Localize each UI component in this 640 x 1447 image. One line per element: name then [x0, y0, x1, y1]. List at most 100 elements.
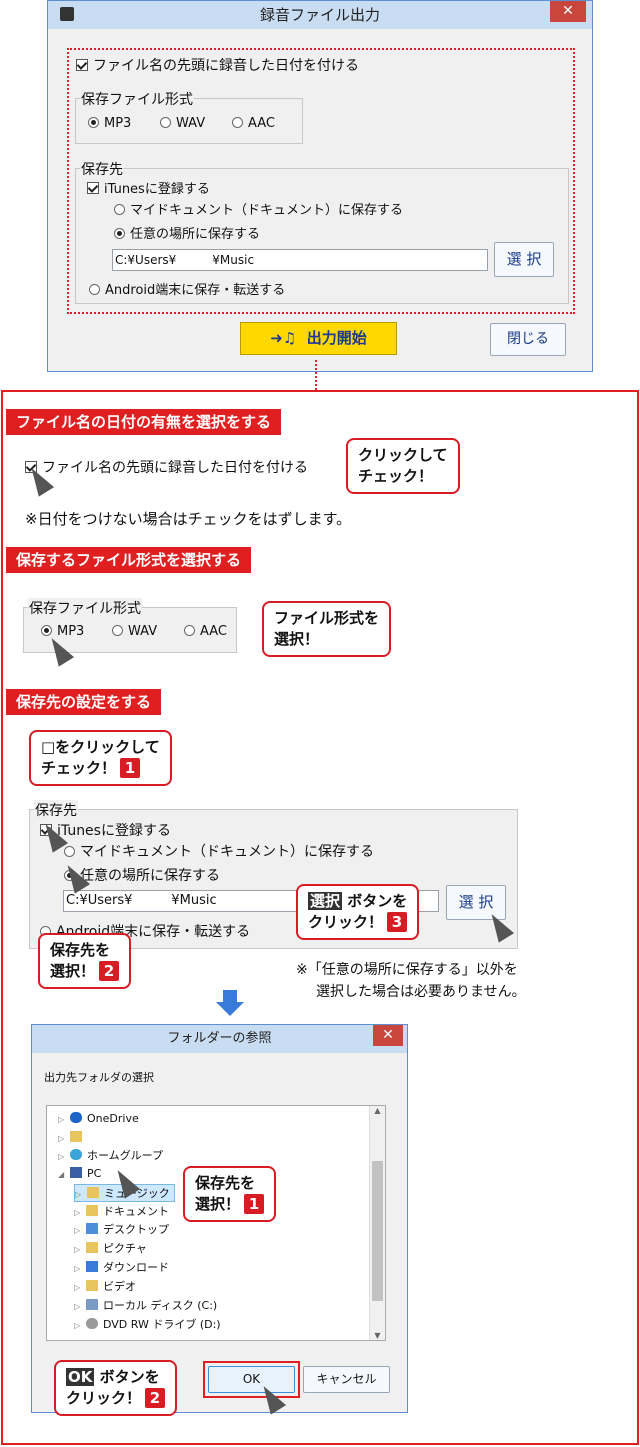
section2-bubble: ファイル形式を 選択！ [262, 601, 392, 657]
date-checkbox-label: ファイル名の先頭に録音した日付を付ける [93, 58, 359, 74]
radio-icon [88, 117, 99, 128]
destination-group-title: 保存先 [80, 159, 124, 179]
start-output-button[interactable]: ➜♫ 出力開始 [240, 322, 397, 355]
collapse-arrow-icon: ◢ [58, 1170, 65, 1179]
bubble-line: クリック！2 [66, 1388, 166, 1409]
radio-icon [89, 284, 100, 295]
bubble-line: クリックして [358, 446, 448, 464]
date-checkbox-example-label: ファイル名の先頭に録音した日付を付ける [42, 460, 308, 476]
radio-wav-example: WAV [112, 624, 157, 639]
format-group-example: 保存ファイル形式 MP3 WAV AAC [23, 598, 237, 653]
bubble-line: 選択 ボタンを [308, 891, 407, 912]
folder-tree[interactable]: ▲ ▼ [46, 1105, 386, 1341]
start-output-label: 出力開始 [306, 329, 367, 347]
folder-dialog-title: フォルダーの参照 [167, 1031, 272, 1046]
select-folder-button[interactable]: 選 択 [494, 242, 554, 277]
itunes-checkbox[interactable]: iTunesに登録する [87, 178, 210, 197]
destination-group-example: 保存先 iTunesに登録する マイドキュメント（ドキュメント）に保存する 任意… [29, 800, 518, 949]
radio-android[interactable]: Android端末に保存・転送する [89, 279, 285, 298]
step-number: 2 [99, 961, 120, 981]
folder-bubble1: 保存先を 選択！1 [183, 1166, 277, 1222]
bubble-text: ボタンを [99, 1368, 160, 1386]
checkbox-icon [25, 461, 37, 473]
bubble-line: ファイル形式を [274, 609, 380, 627]
tree-label: デスクトップ [103, 1223, 169, 1236]
date-checkbox[interactable]: ファイル名の先頭に録音した日付を付ける [76, 55, 359, 75]
expand-arrow-icon: ▷ [74, 1208, 81, 1217]
section3-banner: 保存先の設定をする [6, 689, 162, 715]
app-icon [60, 7, 74, 21]
cloud-icon [70, 1112, 82, 1123]
bubble-line: 保存先を [50, 941, 111, 959]
radio-label: MP3 [57, 624, 85, 639]
tree-item-dvd[interactable]: ▷DVD RW ドライブ (D:) [74, 1316, 221, 1334]
close-icon[interactable]: ✕ [550, 1, 586, 22]
select-folder-button-example: 選 択 [446, 885, 506, 920]
export-dialog-titlebar: 録音ファイル出力 ✕ [48, 1, 592, 29]
scroll-down-icon[interactable]: ▼ [374, 1331, 381, 1340]
tree-label: ピクチャ [103, 1242, 147, 1255]
section1-note: ※日付をつけない場合はチェックをはずします。 [25, 510, 352, 528]
user-folder-icon [70, 1131, 82, 1142]
radio-mp3[interactable]: MP3 [88, 116, 131, 131]
checkbox-icon [40, 824, 52, 836]
radio-label: マイドキュメント（ドキュメント）に保存する [80, 844, 374, 860]
close-button[interactable]: 閉じる [490, 323, 566, 356]
radio-label: マイドキュメント（ドキュメント）に保存する [130, 203, 404, 218]
radio-mp3-example: MP3 [41, 624, 84, 639]
down-arrow-icon [216, 990, 244, 1018]
cancel-button[interactable]: キャンセル [303, 1366, 390, 1393]
bubble-line: チェック！ [358, 467, 434, 485]
tree-item-onedrive[interactable]: ▷OneDrive [58, 1110, 139, 1128]
tree-item-user[interactable]: ▷ [58, 1129, 87, 1147]
bubble-line: 保存先を [195, 1174, 256, 1192]
tree-item-pc[interactable]: ◢PC [58, 1165, 101, 1183]
export-dialog: 録音ファイル出力 ✕ ファイル名の先頭に録音した日付を付ける 保存ファイル形式 … [47, 0, 593, 372]
step-number: 2 [145, 1388, 166, 1408]
step-number: 1 [120, 758, 141, 778]
tree-item-documents[interactable]: ▷ドキュメント [74, 1203, 169, 1221]
scroll-up-icon[interactable]: ▲ [374, 1106, 381, 1115]
tree-label: ローカル ディスク (C:) [103, 1299, 218, 1312]
radio-any-place-example: 任意の場所に保存する [64, 865, 220, 885]
highlight-frame [67, 48, 575, 314]
section3-bubble3: 選択 ボタンを クリック！3 [296, 884, 420, 940]
expand-arrow-icon: ▷ [74, 1283, 81, 1292]
ok-button[interactable]: OK [208, 1366, 295, 1393]
radio-wav[interactable]: WAV [160, 116, 205, 131]
tree-item-local-disk[interactable]: ▷ローカル ディスク (C:) [74, 1297, 217, 1315]
tree-label: ビデオ [103, 1280, 136, 1293]
radio-aac[interactable]: AAC [232, 116, 275, 131]
play-music-icon: ➜♫ [270, 329, 297, 347]
scroll-thumb[interactable] [372, 1161, 383, 1301]
desktop-folder-icon [86, 1223, 98, 1234]
date-checkbox-example: ファイル名の先頭に録音した日付を付ける [25, 457, 308, 477]
itunes-label: iTunesに登録する [104, 182, 210, 197]
expand-arrow-icon: ▷ [58, 1152, 65, 1161]
radio-my-documents[interactable]: マイドキュメント（ドキュメント）に保存する [114, 199, 403, 218]
radio-any-place[interactable]: 任意の場所に保存する [114, 223, 260, 242]
music-folder-icon [87, 1187, 99, 1198]
folder-dialog-titlebar: フォルダーの参照 ✕ [32, 1025, 407, 1053]
expand-arrow-icon: ▷ [74, 1264, 81, 1273]
radio-label: AAC [248, 116, 275, 131]
folder-dialog-subtitle: 出力先フォルダの選択 [44, 1071, 154, 1084]
bubble-text: チェック！ [41, 759, 117, 777]
path-input[interactable]: C:¥Users¥ ¥Music [112, 249, 488, 271]
expand-arrow-icon: ▷ [74, 1226, 81, 1235]
section1-bubble: クリックして チェック！ [346, 438, 460, 494]
tree-item-pictures[interactable]: ▷ピクチャ [74, 1240, 147, 1258]
tree-item-videos[interactable]: ▷ ビデオ [74, 1278, 136, 1296]
tree-item-homegroup[interactable]: ▷ホームグループ [58, 1147, 163, 1165]
folder-bubble2: OK ボタンを クリック！2 [54, 1360, 178, 1416]
computer-icon [70, 1167, 82, 1178]
tree-item-downloads[interactable]: ▷ダウンロード [74, 1259, 169, 1277]
tree-scrollbar[interactable]: ▲ ▼ [369, 1106, 385, 1340]
tree-item-music[interactable]: ▷ミュージック [74, 1184, 175, 1202]
tree-item-desktop[interactable]: ▷ デスクトップ [74, 1221, 169, 1239]
close-icon[interactable]: ✕ [373, 1025, 403, 1046]
radio-label: Android端末に保存・転送する [105, 283, 286, 298]
radio-label: 任意の場所に保存する [130, 227, 261, 242]
bubble-line: 選択！ [274, 630, 320, 648]
explanation-frame [1, 390, 639, 1445]
